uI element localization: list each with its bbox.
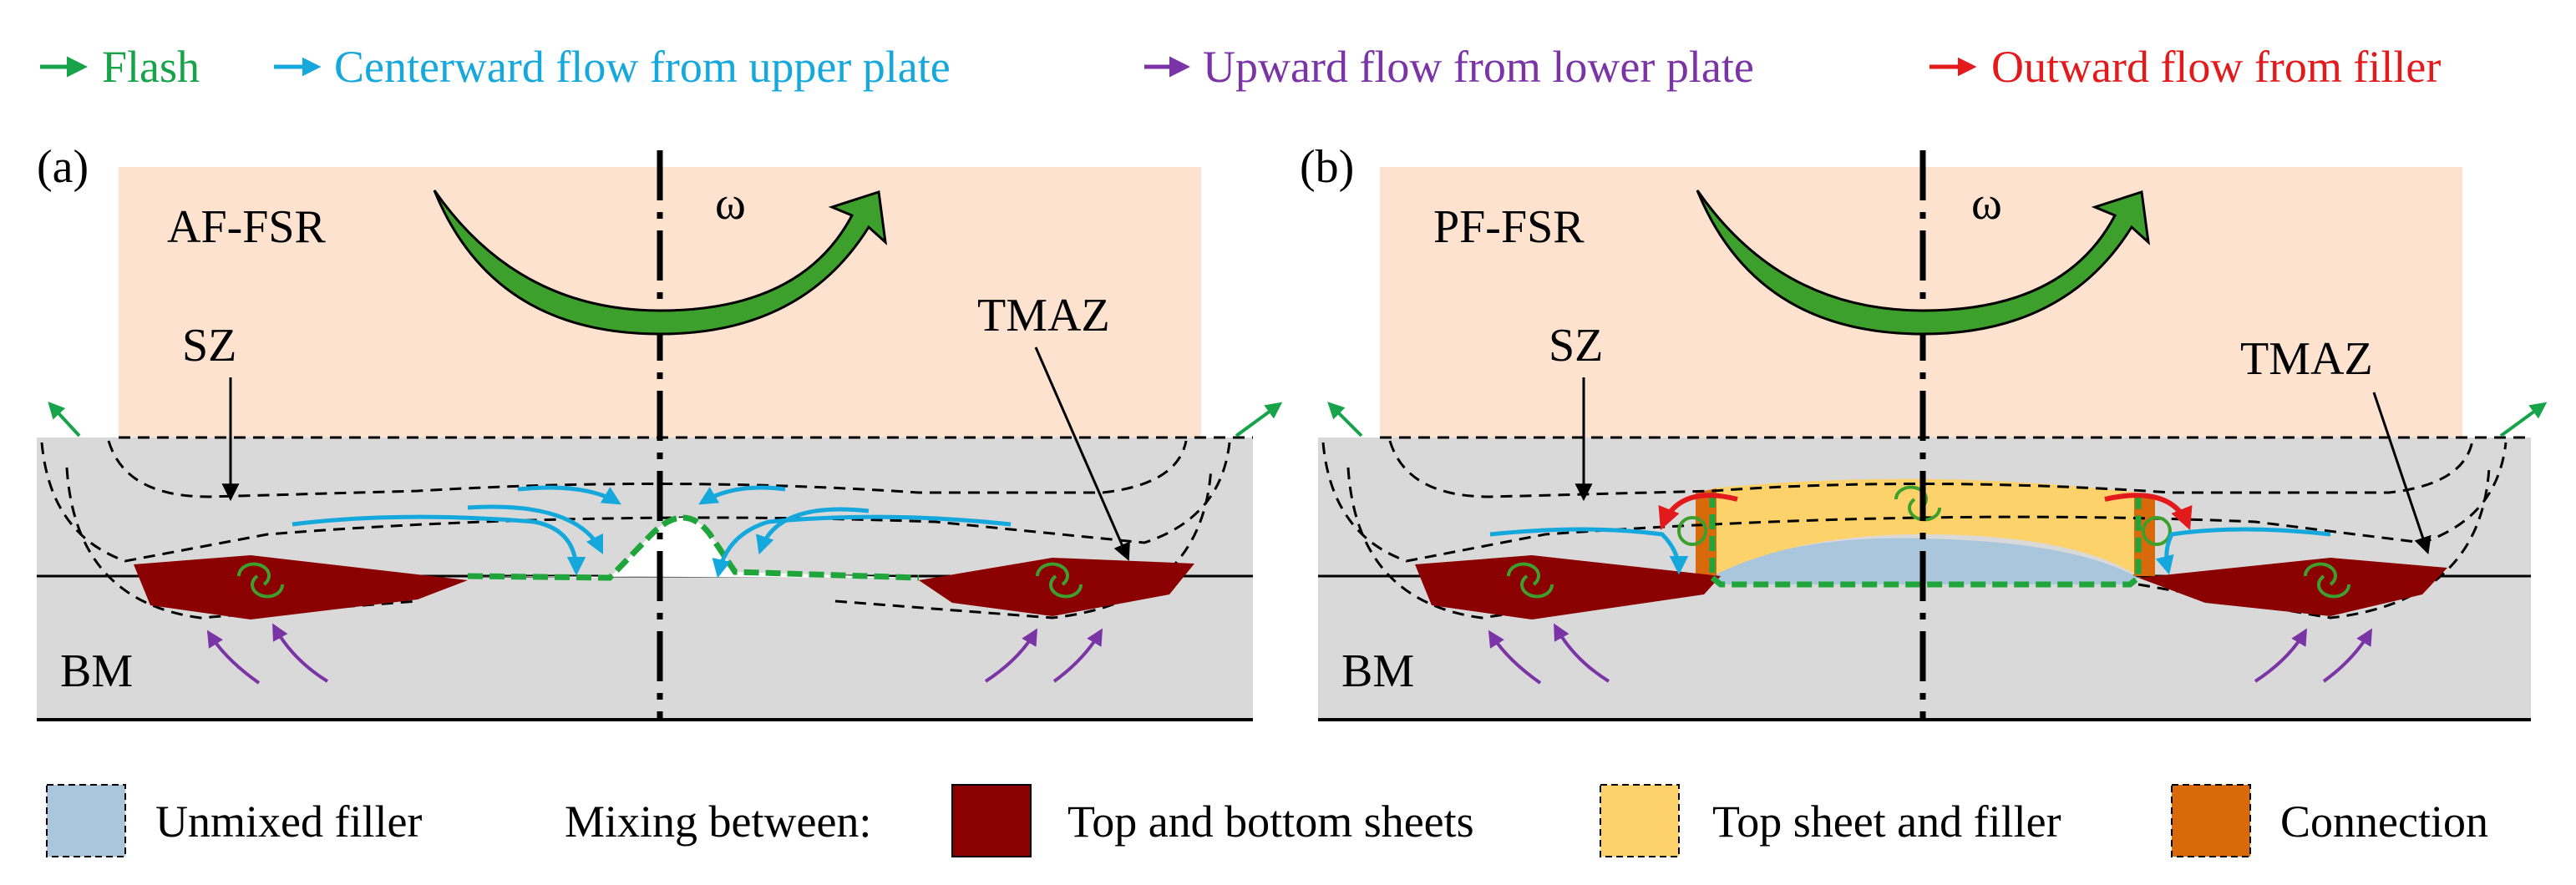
legend-connection-label: Connection: [2280, 796, 2488, 847]
tmaz-pointer-b: [2372, 392, 2431, 554]
legend-flash-label: Flash: [102, 42, 200, 92]
sz-label-a: SZ: [182, 320, 236, 372]
sz-boundary-b: [1321, 442, 2508, 563]
legend-mixing-title: Mixing between:: [565, 796, 871, 847]
top-bottom-swatch: [951, 784, 1032, 857]
rotation-icon-right-b: [2303, 562, 2351, 599]
weld-line-b: [1710, 493, 2142, 588]
panel-tag-a: (a): [37, 141, 89, 193]
flash-arrow-right-a: [1235, 402, 1283, 437]
tmaz-label-b: TMAZ: [2240, 333, 2373, 385]
legend-upward-label: Upward flow from lower plate: [1203, 42, 1754, 92]
panel-a: (a) AF-FSR ω SZ TMAZ BM: [37, 141, 1283, 721]
process-label-b: PF-FSR: [1433, 201, 1585, 253]
unmixed-swatch: [46, 784, 126, 857]
rotation-icon-connection-left-b: [1677, 516, 1707, 546]
rotation-icon-right-a: [1035, 562, 1083, 599]
omega-label-b: ω: [1971, 178, 2002, 230]
outward-flow-b: [1658, 493, 2193, 531]
mixed-region-right-b: [2138, 558, 2447, 616]
upward-flow-b: [1488, 623, 2373, 685]
bm-label-a: BM: [60, 645, 133, 697]
omega-label-a: ω: [715, 178, 746, 230]
top-filler-mixed-region-b: [1712, 478, 2138, 576]
rotation-icon-left-b: [1506, 562, 1554, 599]
rotation-arrow-icon-b: [1696, 190, 2151, 336]
legend-upward: Upward flow from lower plate: [1144, 42, 1754, 92]
panel-b: (b) PF-FSR ω SZ TMAZ BM: [1300, 141, 2548, 721]
legend-flash: Flash: [40, 42, 200, 92]
legend-bottom: Unmixed filler Mixing between: Top and b…: [46, 784, 2488, 857]
legend-centerward-label: Centerward flow from upper plate: [334, 42, 951, 92]
legend-centerward: Centerward flow from upper plate: [274, 42, 951, 92]
upward-flow-a: [206, 623, 1103, 685]
legend-unmixed-label: Unmixed filler: [155, 796, 422, 847]
sz-label-b: SZ: [1549, 320, 1603, 372]
bm-label-b: BM: [1341, 645, 1414, 697]
sz-boundary-a: [40, 442, 1231, 563]
connection-swatch: [2171, 784, 2251, 857]
panel-tag-b: (b): [1300, 141, 1354, 193]
legend-outward: Outward flow from filler: [1929, 42, 2441, 92]
rotation-icon-connection-right-b: [2142, 516, 2172, 546]
centerward-flow-b: [1489, 527, 2331, 575]
flash-arrow-right-b: [2499, 402, 2548, 437]
rotation-arrow-icon-a: [433, 190, 888, 336]
mixed-region-right-a: [919, 558, 1194, 616]
tmaz-label-a: TMAZ: [977, 290, 1110, 341]
sheet-region-a: [37, 437, 1253, 720]
legend-top-bottom-label: Top and bottom sheets: [1067, 796, 1474, 847]
mixed-region-left-b: [1415, 555, 1721, 620]
flash-arrow-left-a: [48, 402, 81, 437]
weld-line-a: [467, 514, 920, 581]
legend-top: Flash Centerward flow from upper plate U…: [40, 42, 2441, 92]
sz-inner-boundary-b: [1388, 440, 2474, 498]
centerward-flow-a: [292, 485, 1012, 579]
tmaz-pointer-a: [1034, 346, 1130, 561]
rotation-icon-left-a: [236, 562, 285, 599]
top-filler-swatch: [1600, 784, 1680, 857]
flash-arrow-left-b: [1327, 402, 1363, 437]
tmaz-boundary-b: [1346, 467, 2491, 620]
legend-top-filler-label: Top sheet and filler: [1712, 796, 2061, 847]
legend-outward-label: Outward flow from filler: [1991, 42, 2441, 92]
process-label-a: AF-FSR: [167, 201, 327, 253]
mixed-region-left-a: [134, 555, 468, 620]
